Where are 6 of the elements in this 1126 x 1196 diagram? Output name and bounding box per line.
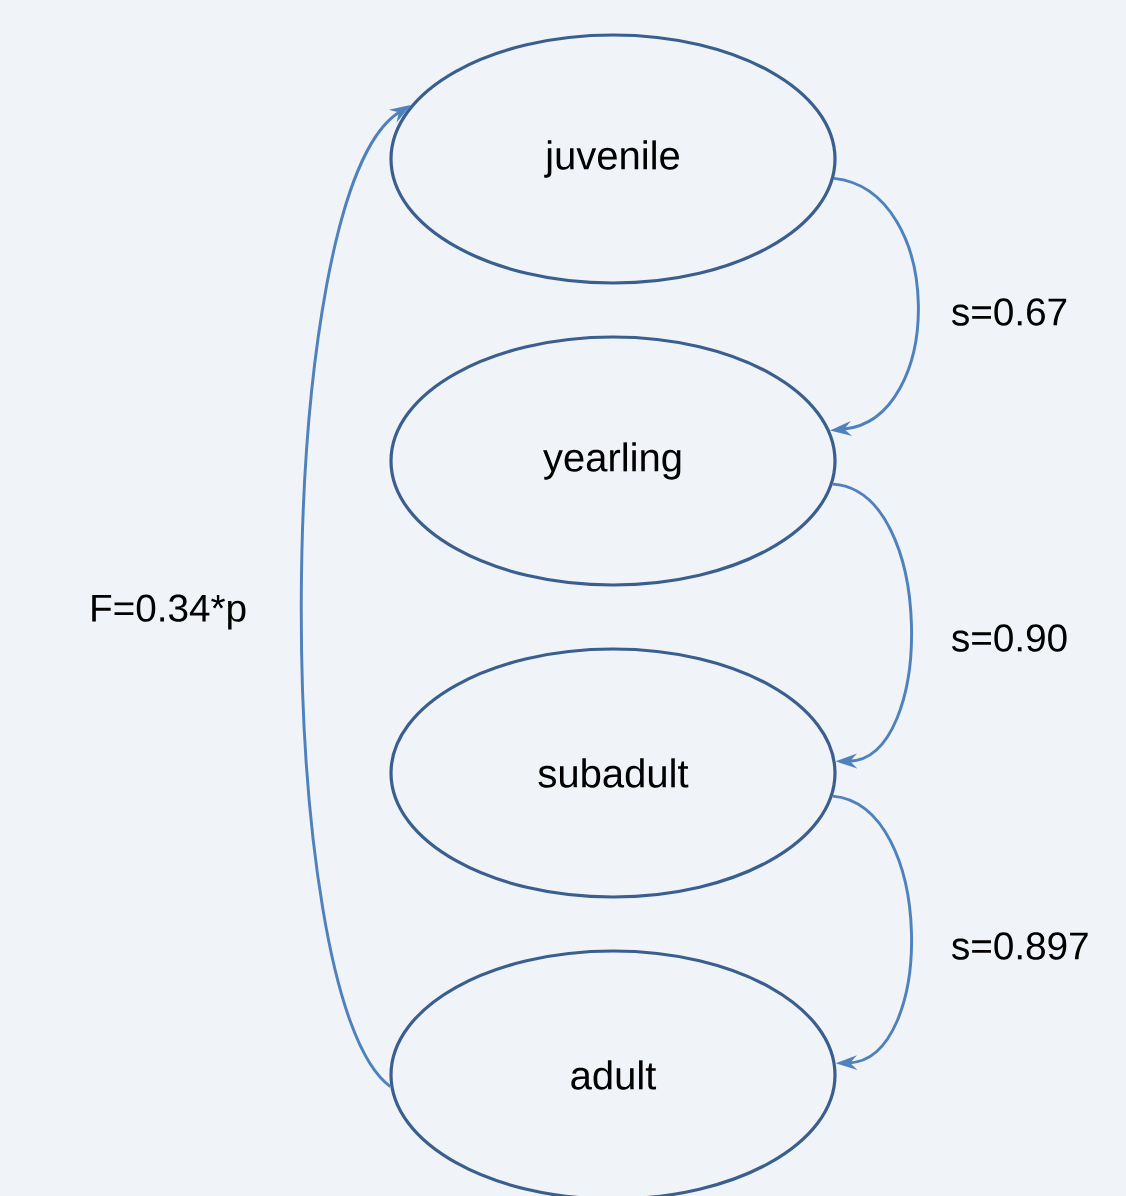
arrow — [832, 794, 913, 1071]
edge-label: s=0.897 — [948, 929, 1093, 963]
arrow — [832, 482, 913, 769]
edge-label: F=0.34*p — [86, 591, 250, 633]
edge-label: s=0.67 — [948, 295, 1071, 329]
edge-label: s=0.90 — [948, 621, 1071, 655]
